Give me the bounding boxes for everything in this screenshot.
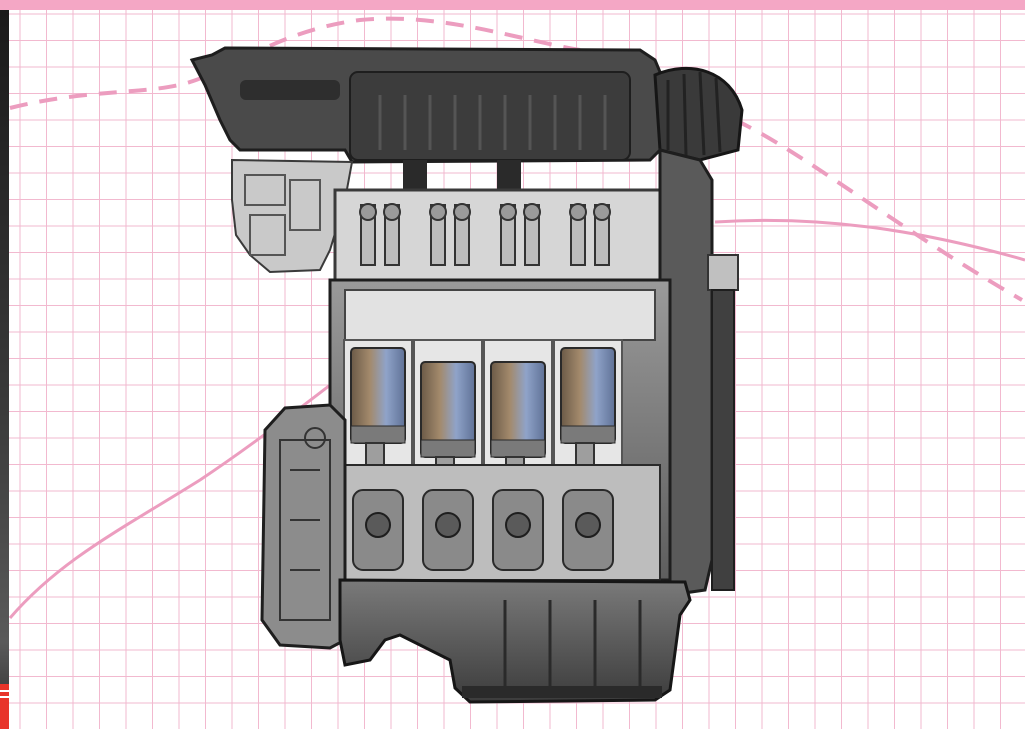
top-accent-band xyxy=(0,0,1025,10)
dashed-torque-curve xyxy=(9,16,581,110)
valve-spring xyxy=(383,203,401,221)
solid-curve-left xyxy=(8,368,351,619)
valve-spring xyxy=(569,203,587,221)
valve-spring xyxy=(499,203,517,221)
valvetrain xyxy=(359,203,611,266)
left-dark-strip xyxy=(0,10,9,729)
engine-cutaway xyxy=(189,46,744,704)
valve-spring xyxy=(453,203,471,221)
valve-spring xyxy=(593,203,611,221)
solid-curve-right xyxy=(714,218,1025,262)
valve-spring xyxy=(523,203,541,221)
flywheel-housing xyxy=(260,403,347,650)
valve-spring xyxy=(359,203,377,221)
dashed-power-curve xyxy=(734,118,1023,302)
valve-spring xyxy=(429,203,447,221)
pistons xyxy=(343,339,623,538)
oil-sump xyxy=(338,578,692,704)
cylinder-head-end xyxy=(231,158,354,274)
crankshaft xyxy=(352,489,614,571)
red-corner-tab xyxy=(0,684,9,729)
